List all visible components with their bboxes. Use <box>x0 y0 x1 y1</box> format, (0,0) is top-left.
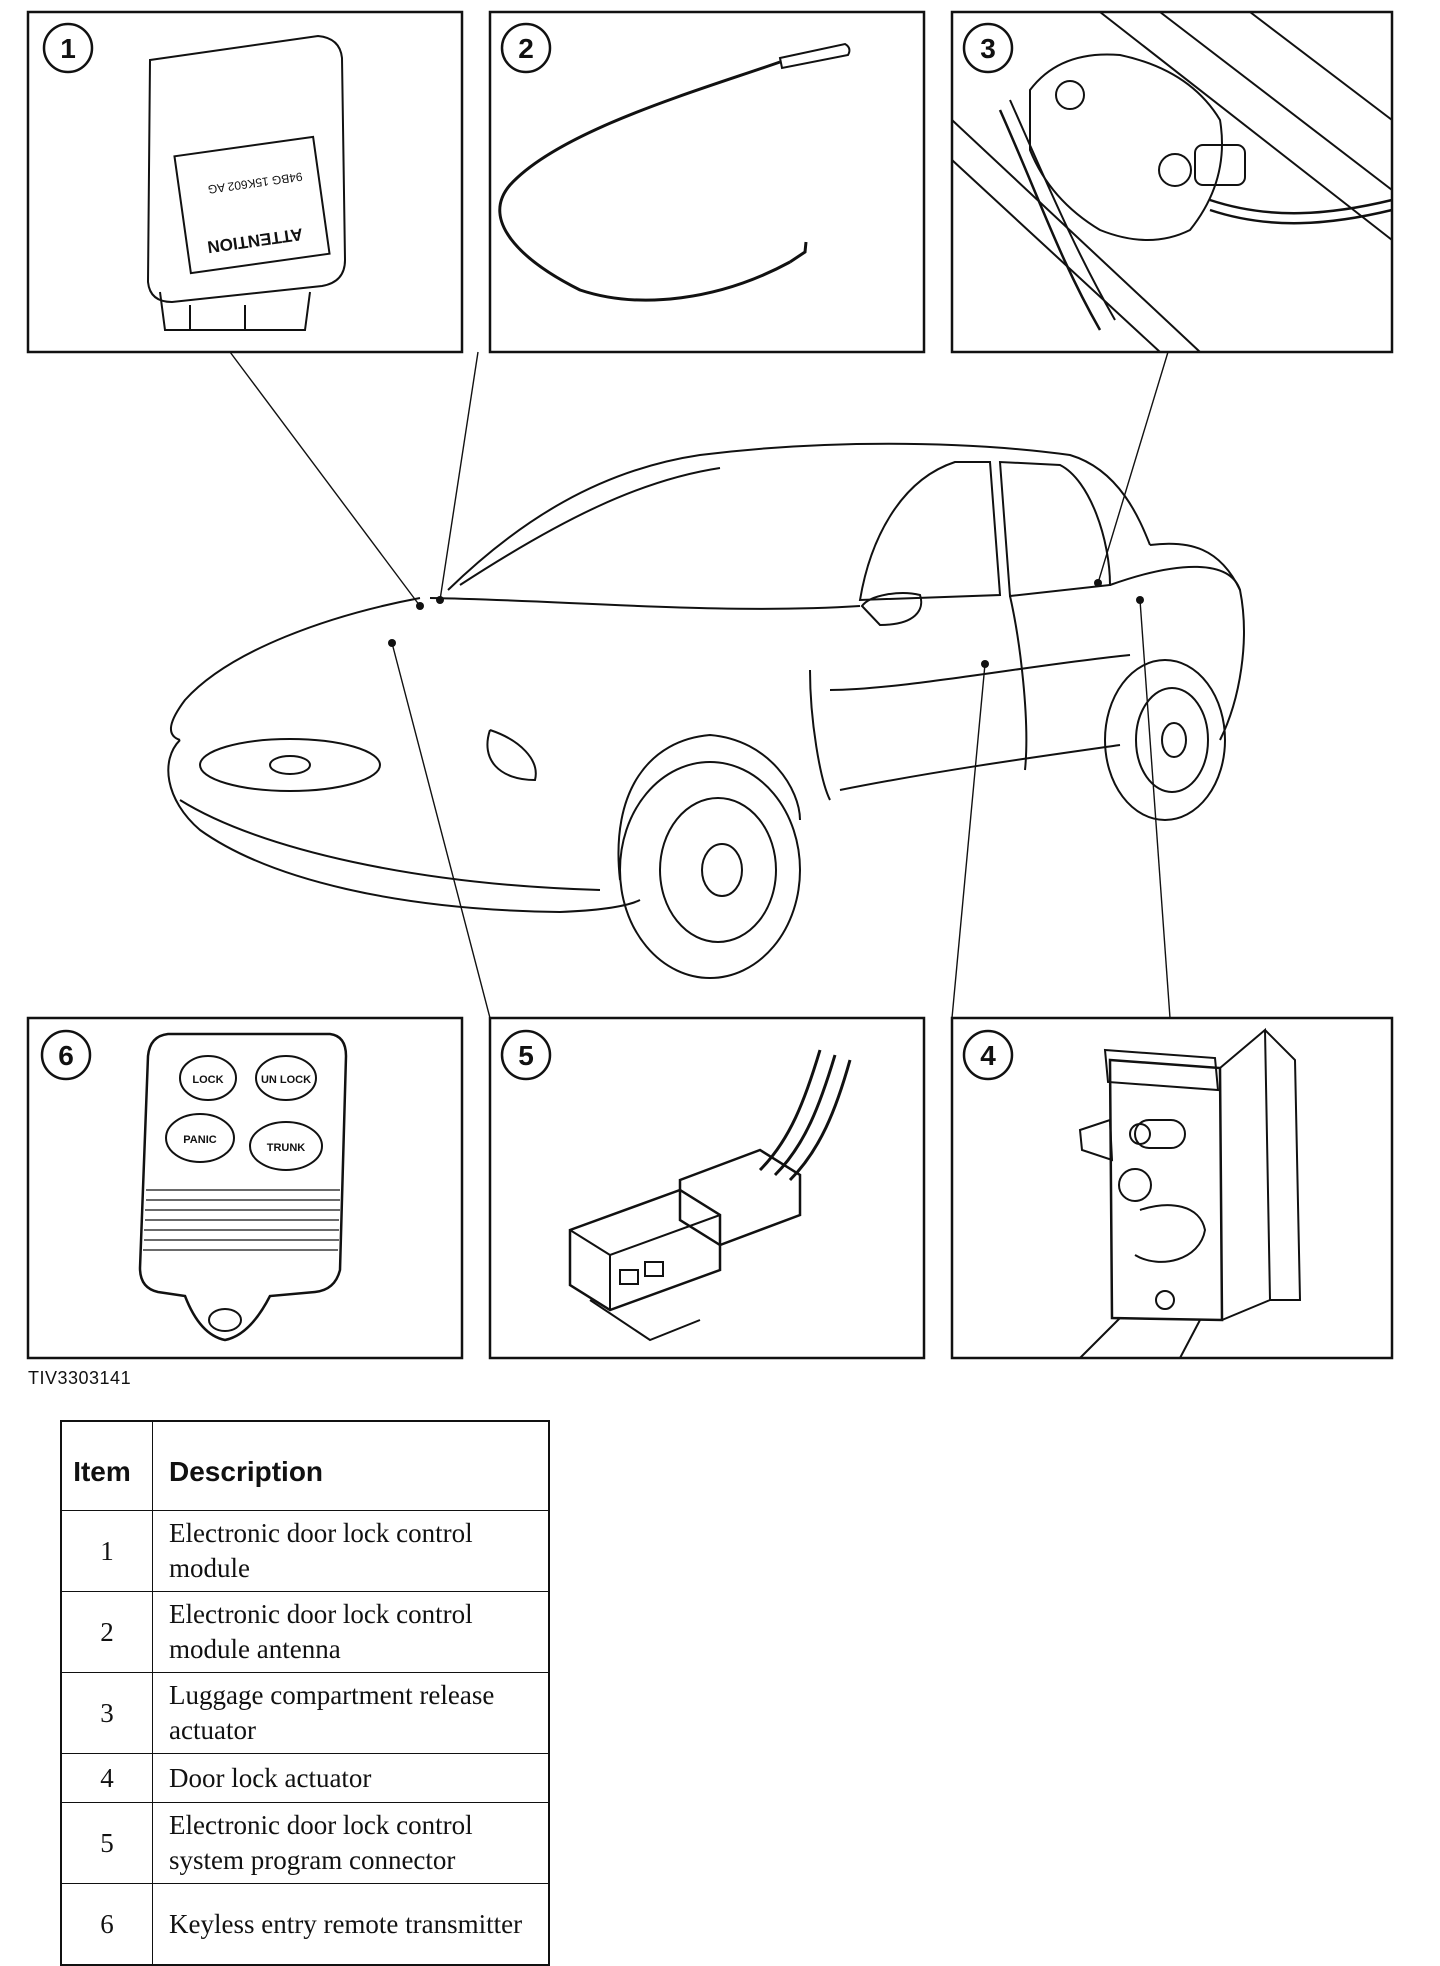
legend-header-item: Item <box>60 1420 153 1511</box>
table-row: 2 Electronic door lock control module an… <box>60 1591 550 1673</box>
panel-6-number-badge: 6 <box>40 1029 92 1081</box>
legend-item-description: Luggage compartment release actuator <box>152 1672 550 1754</box>
control-module-illustration: ATTENTION 94BG 15K602 AG <box>146 34 347 331</box>
legend-header-description: Description <box>152 1420 550 1511</box>
panel-5: 5 <box>488 1016 926 1360</box>
legend-item-number: 5 <box>60 1802 153 1884</box>
table-row: 4 Door lock actuator <box>60 1753 550 1803</box>
svg-text:5: 5 <box>518 1040 534 1071</box>
panel-1-number-badge: 1 <box>42 22 94 74</box>
legend-item-number: 3 <box>60 1672 153 1754</box>
svg-text:6: 6 <box>58 1040 74 1071</box>
remote-trunk-button: TRUNK <box>267 1142 306 1154</box>
table-row: 5 Electronic door lock control system pr… <box>60 1802 550 1884</box>
legend-item-number: 1 <box>60 1510 153 1592</box>
door-lock-actuator-illustration <box>1078 1027 1302 1359</box>
legend-item-number: 6 <box>60 1883 153 1966</box>
location-dots <box>388 579 1144 668</box>
svg-text:2: 2 <box>518 33 534 64</box>
legend-item-description: Door lock actuator <box>152 1753 550 1803</box>
antenna-illustration <box>498 42 851 302</box>
panel-3: 3 <box>950 10 1394 354</box>
legend-item-description: Electronic door lock control system prog… <box>152 1802 550 1884</box>
table-row: 3 Luggage compartment release actuator <box>60 1672 550 1754</box>
panel-6: 6 LOCK UN LOCK PANIC TRUNK <box>26 1016 464 1360</box>
figure-id: TIV3303141 <box>28 1368 132 1388</box>
panel-3-number-badge: 3 <box>962 22 1014 74</box>
table-row: 1 Electronic door lock control module <box>60 1510 550 1592</box>
legend-item-number: 2 <box>60 1591 153 1673</box>
legend-table: Item Description 1 Electronic door lock … <box>60 1420 550 1966</box>
panel-5-number-badge: 5 <box>500 1029 552 1081</box>
leader-lines <box>229 351 1171 1019</box>
module-part-number: 94BG 15K602 AG <box>207 169 303 196</box>
panel-2-number-badge: 2 <box>500 22 552 74</box>
remote-unlock-button: UN LOCK <box>261 1074 311 1086</box>
legend-item-description: Electronic door lock control module ante… <box>152 1591 550 1673</box>
svg-text:3: 3 <box>980 33 996 64</box>
module-attention-label: ATTENTION <box>206 224 304 256</box>
legend-header-row: Item Description <box>60 1420 550 1511</box>
legend-item-number: 4 <box>60 1753 153 1803</box>
panel-4-number-badge: 4 <box>962 1029 1014 1081</box>
luggage-actuator-illustration <box>951 11 1393 353</box>
legend-item-description: Keyless entry remote transmitter <box>152 1883 550 1966</box>
panel-2: 2 <box>488 10 926 354</box>
svg-text:1: 1 <box>60 33 76 64</box>
remote-panic-button: PANIC <box>183 1134 216 1146</box>
svg-text:4: 4 <box>980 1040 996 1071</box>
panel-1: 1 ATTENTION 94BG 15K602 AG <box>26 10 464 354</box>
remote-transmitter-illustration: LOCK UN LOCK PANIC TRUNK <box>138 1032 348 1342</box>
legend-item-description: Electronic door lock control module <box>152 1510 550 1592</box>
table-row: 6 Keyless entry remote transmitter <box>60 1883 550 1966</box>
program-connector-illustration <box>568 1049 852 1342</box>
panel-4: 4 <box>950 1016 1394 1360</box>
remote-lock-button: LOCK <box>192 1074 223 1086</box>
car-illustration <box>167 442 1245 979</box>
component-location-diagram: 1 ATTENTION 94BG 15K602 AG 2 <box>26 10 1394 1360</box>
